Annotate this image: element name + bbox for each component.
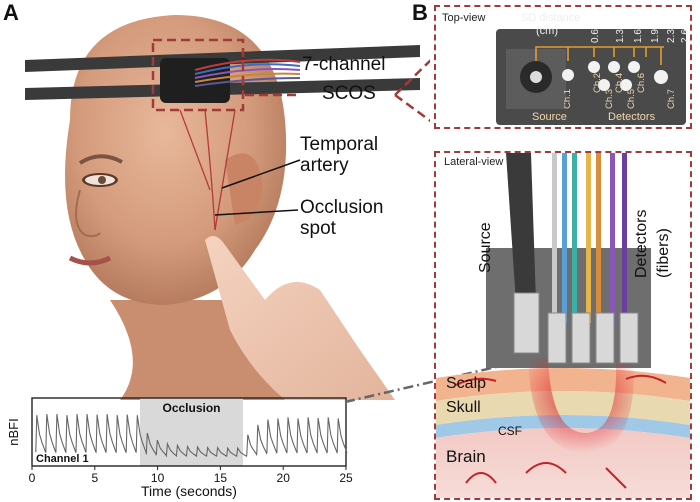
- x-tick-label-25: 25: [339, 471, 353, 485]
- detector-holes: [562, 61, 668, 91]
- source-label: Source: [532, 111, 567, 123]
- brain-label: Brain: [446, 447, 486, 466]
- x-tick-label-15: 15: [214, 471, 228, 485]
- link-to-topview-lower: [394, 93, 430, 123]
- light-path: [528, 358, 635, 453]
- artery-label: artery: [300, 155, 349, 176]
- channel-1-tag: Ch.1: [564, 89, 573, 109]
- sd-distance-label: SD distance: [521, 12, 581, 24]
- link-to-topview-upper: [394, 59, 430, 96]
- seven-channel-label: 7-channel: [302, 54, 386, 75]
- distance-3: 1.9: [650, 29, 661, 43]
- blood-vessels: [455, 374, 667, 489]
- channel-1-label: Channel 1: [36, 453, 89, 465]
- skull-label: Skull: [446, 399, 481, 416]
- ear-shape: [225, 153, 263, 225]
- sd-distance-values: 0.6 1.3 1.6 1.9 2.3 2.6: [590, 29, 691, 43]
- temporal-artery: [179, 109, 236, 231]
- distance-1: 1.3: [615, 29, 626, 43]
- distance-5: 2.6: [680, 29, 691, 43]
- detector-ferrules: [547, 312, 639, 364]
- y-axis-label: nBFI: [6, 418, 21, 445]
- channel-6-tag: Ch.6: [636, 73, 647, 93]
- nbfi-chart: 0 5 10 15 20 25 Occlusion Channel 1 nBFI Time…: [6, 397, 353, 499]
- sd-bracket: [535, 46, 664, 65]
- lateral-view-illustration: [436, 153, 690, 498]
- occlusion-shade: [140, 398, 244, 466]
- source-ferrule: [513, 292, 540, 354]
- fiber-bundle: [194, 58, 301, 87]
- hand: [205, 236, 395, 400]
- distance-4: 2.3: [666, 29, 677, 43]
- left-iris: [98, 176, 106, 184]
- detectors-vertical-label: Detectors: [633, 210, 650, 278]
- nose: [75, 189, 101, 238]
- x-tick-label-10: 10: [151, 471, 165, 485]
- brain-layer: [436, 428, 690, 498]
- occlusion-annotation: Occlusion: [163, 401, 221, 415]
- lateral-vertical-labels: Source Detectors (fibers): [477, 210, 672, 278]
- occlusion-leader: [214, 209, 299, 216]
- top-view-box: Top-view SD distance (cm) 0.6 1.3 1.6 1.…: [434, 5, 692, 129]
- sd-unit-label: (cm): [536, 25, 558, 37]
- channel-1-series-line: [35, 414, 348, 458]
- detector-fibers: [552, 153, 627, 323]
- x-tick-label-5: 5: [91, 471, 98, 485]
- panel-a-label: A: [3, 0, 19, 25]
- channel-4-tag: Ch.4: [614, 73, 625, 93]
- mouth: [68, 255, 112, 266]
- detectors-label: Detectors: [608, 111, 656, 123]
- occlusion-spot-label-2: spot: [300, 218, 336, 239]
- left-brow: [78, 154, 123, 165]
- plot-frame: [31, 397, 347, 467]
- panel-b-label: B: [412, 0, 428, 25]
- channel-3-tag: Ch.3: [604, 89, 615, 109]
- fibers-vertical-label: (fibers): [655, 228, 672, 278]
- source-fiber: [506, 153, 536, 303]
- lateral-view-title: Lateral-view: [442, 156, 506, 168]
- scalp-label: Scalp: [446, 375, 487, 392]
- x-tick-label-20: 20: [277, 471, 291, 485]
- scos-highlight-box: [151, 38, 245, 112]
- distance-2: 1.6: [633, 29, 644, 43]
- source-vertical-label: Source: [477, 222, 494, 273]
- head-illustration: [25, 15, 430, 400]
- channel-7-tag: Ch.7: [666, 89, 677, 109]
- x-axis-label: Time (seconds): [141, 483, 237, 499]
- distance-0: 0.6: [590, 29, 601, 43]
- artery-leader: [221, 159, 301, 189]
- channel-2-tag: Ch.2: [592, 73, 603, 93]
- scos-label: SCOS: [322, 83, 376, 104]
- x-tick-label-0: 0: [29, 471, 36, 485]
- lateral-view-box: Lateral-view Source Detectors (fibers) S…: [434, 151, 692, 500]
- channel-labels: Ch.1 Ch.2 Ch.3 Ch.4 Ch.5 Ch.6 Ch.7: [564, 73, 677, 109]
- top-view-title: Top-view: [442, 12, 486, 24]
- top-view-device: [496, 29, 686, 125]
- temporal-label: Temporal: [300, 134, 379, 155]
- csf-label: CSF: [498, 424, 522, 438]
- channel-5-tag: Ch.5: [626, 89, 637, 109]
- occlusion-spot-label-1: Occlusion: [300, 197, 384, 218]
